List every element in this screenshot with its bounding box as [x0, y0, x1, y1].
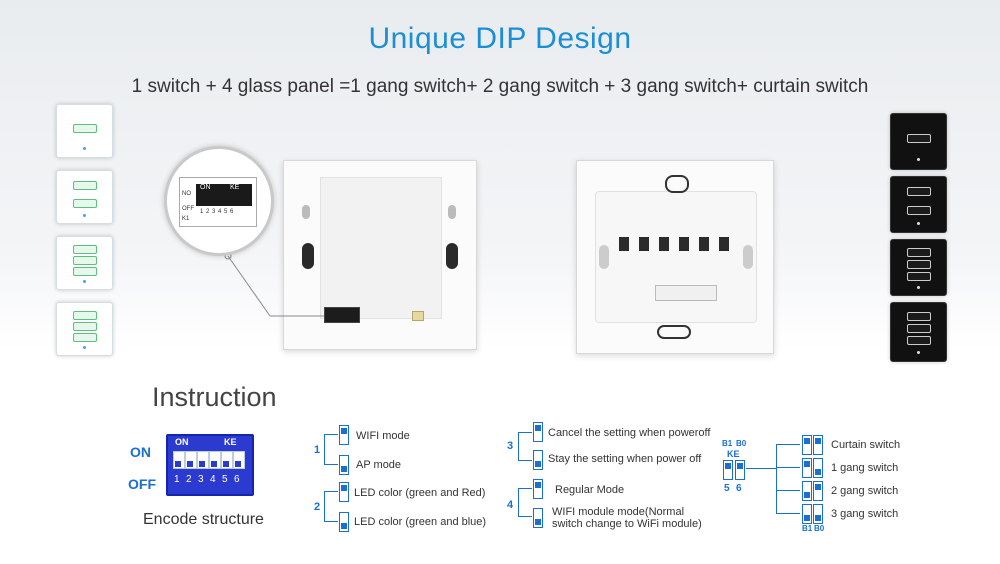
dip-num-6: 6: [234, 474, 240, 485]
group-3-number: 3: [507, 440, 514, 452]
regular-mode-text: Regular Mode: [555, 484, 625, 496]
cancel-setting-text: Cancel the setting when poweroff: [548, 427, 711, 439]
dip-magnifier: ON KE NO OFF K1 1 2 3 4 5 6: [164, 146, 274, 256]
switch-back-view: [576, 160, 774, 354]
encode-structure-label: Encode structure: [143, 511, 264, 528]
page-subtitle: 1 switch + 4 glass panel =1 gang switch+…: [131, 76, 869, 97]
ke-num-5: 5: [724, 483, 730, 494]
white-panel-curtain: [56, 302, 113, 356]
ke-num-6: 6: [736, 483, 742, 494]
switch-front-view: [283, 160, 477, 350]
instruction-title: Instruction: [152, 382, 277, 412]
off-label: OFF: [128, 476, 156, 492]
white-panel-1-gang: [56, 104, 113, 158]
mag-k1-label: K1: [182, 216, 190, 222]
white-panel-3-gang: [56, 236, 113, 290]
group-2-number: 2: [314, 501, 321, 513]
stay-setting-text: Stay the setting when power off: [548, 453, 702, 465]
wifi-module-mode-text-2: switch change to WiFi module): [552, 518, 702, 530]
ke-label: KE: [727, 449, 740, 459]
ke-b0-label: B0: [736, 439, 747, 448]
group-1-number: 1: [314, 444, 321, 456]
group-4-number: 4: [507, 499, 514, 511]
mag-ke-label: KE: [230, 184, 240, 191]
dip-num-5: 5: [222, 474, 228, 485]
black-panel-1-gang: [890, 113, 947, 170]
one-gang-text: 1 gang switch: [831, 462, 899, 474]
ke-b1-label: B1: [722, 439, 733, 448]
dip-num-2: 2: [186, 474, 192, 485]
dip-ke-text: KE: [224, 437, 237, 447]
ap-mode-text: AP mode: [356, 459, 402, 471]
two-gang-text: 2 gang switch: [831, 485, 899, 497]
page-title: Unique DIP Design: [368, 22, 632, 55]
dip-num-4: 4: [210, 474, 216, 485]
ke-b0-bottom: B0: [814, 524, 825, 533]
on-label: ON: [130, 444, 151, 460]
dip-switch-on-panel: [324, 307, 360, 323]
white-panel-2-gang: [56, 170, 113, 224]
dip-num-3: 3: [198, 474, 204, 485]
ke-b1-bottom: B1: [802, 524, 813, 533]
three-gang-text: 3 gang switch: [831, 508, 899, 520]
mag-on-label: ON: [200, 184, 211, 191]
led-green-red-text: LED color (green and Red): [354, 487, 486, 499]
wifi-mode-text: WIFI mode: [356, 430, 410, 442]
mag-off-label: OFF: [182, 206, 194, 212]
dip-on-text: ON: [175, 437, 189, 447]
mag-numbers: 1 2 3 4 5 6: [200, 209, 234, 215]
mag-no-label: NO: [182, 191, 191, 197]
black-panel-2-gang: [890, 176, 947, 233]
dip-switch-diagram: ON KE 1 2 3 4 5 6: [166, 434, 254, 496]
dip-num-1: 1: [174, 474, 180, 485]
wifi-module-mode-text: WIFI module mode(Normal: [552, 506, 685, 518]
curtain-switch-text: Curtain switch: [831, 439, 901, 451]
black-panel-3-gang: [890, 239, 947, 296]
led-green-blue-text: LED color (green and blue): [354, 516, 487, 528]
black-panel-curtain: [890, 302, 947, 362]
